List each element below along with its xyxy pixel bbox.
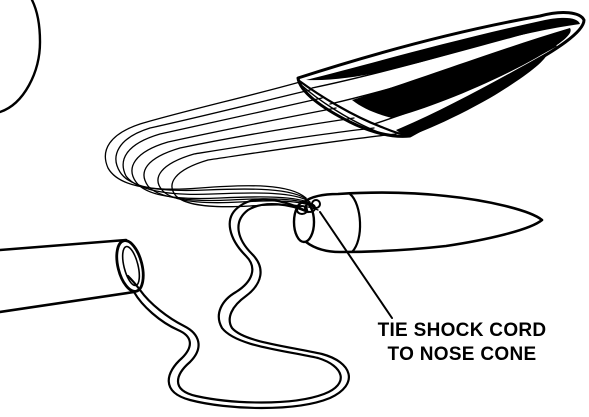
nose-cone-body bbox=[304, 193, 542, 252]
shock-cord bbox=[128, 199, 341, 402]
nose-cone bbox=[294, 193, 542, 252]
callout-label-line-1: TIE SHOCK CORD bbox=[378, 320, 547, 341]
body-tube-bottom-edge bbox=[0, 292, 134, 312]
callout-leader-line bbox=[320, 212, 392, 318]
body-tube-opening bbox=[112, 238, 148, 294]
body-tube bbox=[0, 238, 148, 312]
shroud-lines bbox=[105, 82, 396, 210]
body-tube-top-edge bbox=[0, 240, 126, 250]
shroud-line bbox=[116, 90, 310, 200]
parachute bbox=[298, 13, 584, 137]
partial-oval-outline bbox=[0, 0, 40, 112]
shock-cord bbox=[134, 204, 349, 408]
callout-label-line-2: TO NOSE CONE bbox=[388, 344, 537, 365]
nose-cone-shoulder-seam bbox=[350, 194, 360, 252]
